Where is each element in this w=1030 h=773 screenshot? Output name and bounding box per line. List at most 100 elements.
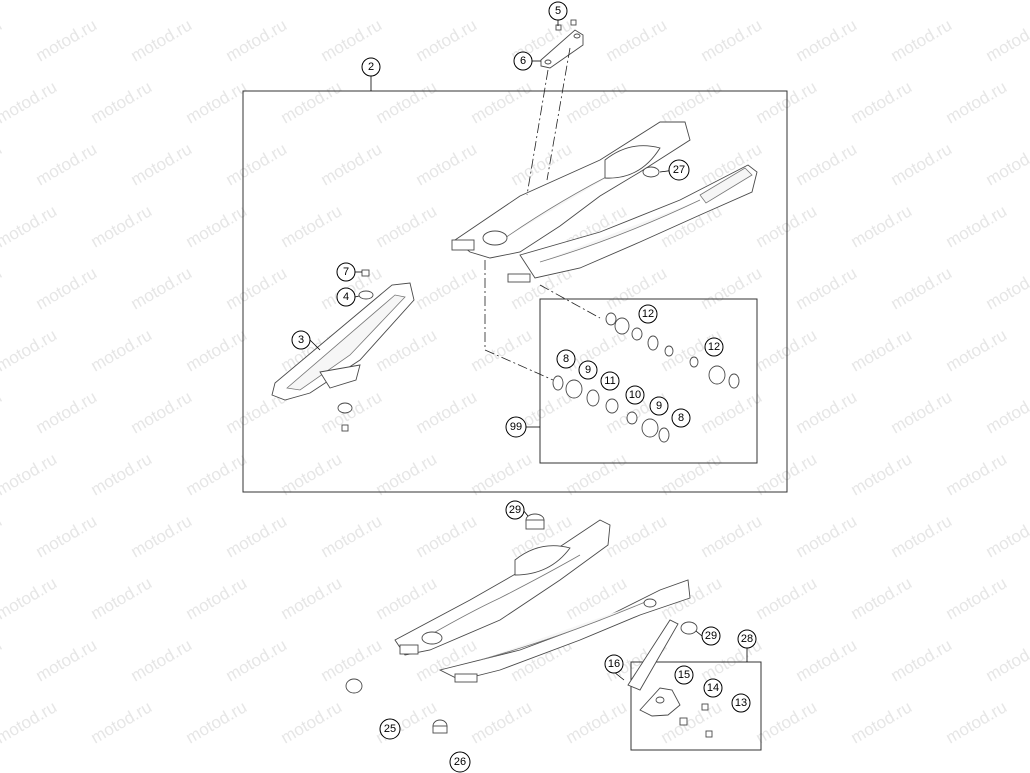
watermark-text: motod.ru bbox=[943, 77, 1011, 127]
watermark-text: motod.ru bbox=[183, 201, 251, 251]
svg-text:12: 12 bbox=[708, 341, 720, 353]
svg-text:10: 10 bbox=[629, 389, 641, 401]
watermark-text: motod.ru bbox=[0, 139, 5, 189]
watermark-text: motod.ru bbox=[183, 325, 251, 375]
watermark-text: motod.ru bbox=[0, 263, 5, 313]
watermark-text: motod.ru bbox=[183, 697, 251, 747]
watermark-text: motod.ru bbox=[848, 77, 916, 127]
svg-text:9: 9 bbox=[656, 400, 662, 412]
watermark-text: motod.ru bbox=[0, 635, 5, 685]
watermark-text: motod.ru bbox=[183, 449, 251, 499]
watermark-text: motod.ru bbox=[33, 511, 101, 561]
watermark-text: motod.ru bbox=[753, 573, 821, 623]
callout-2: 2 bbox=[361, 57, 381, 77]
watermark-text: motod.ru bbox=[373, 201, 441, 251]
svg-text:12: 12 bbox=[642, 308, 654, 320]
watermark-text: motod.ru bbox=[373, 573, 441, 623]
callout-8-right: 8 bbox=[671, 408, 691, 428]
watermark-text: motod.ru bbox=[658, 0, 726, 3]
callout-29-right: 29 bbox=[701, 626, 721, 646]
watermark-text: motod.ru bbox=[183, 573, 251, 623]
svg-text:4: 4 bbox=[343, 291, 349, 303]
callout-14: 14 bbox=[703, 678, 723, 698]
svg-text:13: 13 bbox=[735, 697, 747, 709]
svg-text:16: 16 bbox=[608, 658, 620, 670]
axis-line-bearings-upper bbox=[539, 284, 601, 319]
svg-text:25: 25 bbox=[384, 723, 396, 735]
callout-3: 3 bbox=[291, 330, 311, 350]
watermark-text: motod.ru bbox=[603, 511, 671, 561]
watermark-text: motod.ru bbox=[603, 15, 671, 65]
watermark-text: motod.ru bbox=[88, 449, 156, 499]
svg-text:26: 26 bbox=[454, 756, 466, 768]
watermark-text: motod.ru bbox=[183, 77, 251, 127]
watermark-text: motod.ru bbox=[223, 635, 291, 685]
callout-7: 7 bbox=[336, 262, 356, 282]
watermark-text: motod.ru bbox=[278, 201, 346, 251]
watermark-text: motod.ru bbox=[848, 325, 916, 375]
watermark-text: motod.ru bbox=[848, 573, 916, 623]
watermark-text: motod.ru bbox=[128, 511, 196, 561]
swingarm-lower bbox=[394, 519, 691, 683]
chain-guide-kit-parts bbox=[639, 687, 713, 738]
part-7-nut bbox=[361, 269, 370, 277]
watermark-text: motod.ru bbox=[33, 635, 101, 685]
svg-text:9: 9 bbox=[585, 364, 591, 376]
watermark-text: motod.ru bbox=[888, 15, 956, 65]
watermark-text: motod.ru bbox=[983, 263, 1030, 313]
watermark-text: motod.ru bbox=[983, 635, 1030, 685]
watermark-text: motod.ru bbox=[753, 697, 821, 747]
callout-26: 26 bbox=[449, 751, 471, 773]
callout-8-left: 8 bbox=[556, 349, 576, 369]
watermark-text: motod.ru bbox=[943, 573, 1011, 623]
watermark-text: motod.ru bbox=[223, 263, 291, 313]
callout-25: 25 bbox=[379, 718, 401, 740]
slider-bushing bbox=[337, 402, 353, 432]
watermark-text: motod.ru bbox=[88, 697, 156, 747]
watermark-text: motod.ru bbox=[413, 15, 481, 65]
watermark-text: motod.ru bbox=[848, 449, 916, 499]
watermark-text: motod.ru bbox=[88, 201, 156, 251]
watermark-text: motod.ru bbox=[753, 325, 821, 375]
svg-text:8: 8 bbox=[678, 412, 684, 424]
watermark-text: motod.ru bbox=[468, 0, 536, 3]
callout-29-top: 29 bbox=[505, 500, 525, 520]
watermark-text: motod.ru bbox=[698, 15, 766, 65]
watermark-text: motod.ru bbox=[888, 139, 956, 189]
part-6-bracket bbox=[540, 29, 584, 69]
watermark-text: motod.ru bbox=[943, 0, 1011, 3]
svg-text:14: 14 bbox=[707, 682, 719, 694]
watermark-text: motod.ru bbox=[848, 0, 916, 3]
watermark-text: motod.ru bbox=[983, 139, 1030, 189]
watermark-text: motod.ru bbox=[278, 0, 346, 3]
chain-guide-kit-frame bbox=[630, 661, 762, 751]
part-3-chain-slider bbox=[271, 282, 415, 401]
swingarm-upper bbox=[451, 121, 758, 283]
watermark-text: motod.ru bbox=[943, 697, 1011, 747]
watermark-text: motod.ru bbox=[278, 697, 346, 747]
watermark-text: motod.ru bbox=[183, 0, 251, 3]
callout-99: 99 bbox=[505, 416, 527, 438]
svg-text:11: 11 bbox=[604, 375, 615, 387]
watermark-text: motod.ru bbox=[793, 139, 861, 189]
watermark-text: motod.ru bbox=[278, 77, 346, 127]
watermark-text: motod.ru bbox=[658, 77, 726, 127]
part-4-washer bbox=[358, 290, 374, 300]
watermark-text: motod.ru bbox=[0, 573, 60, 623]
watermark-text: motod.ru bbox=[563, 77, 631, 127]
part-16-bracket bbox=[627, 619, 679, 691]
callout-9-left: 9 bbox=[578, 360, 598, 380]
swingarm-group-frame bbox=[242, 90, 788, 493]
watermark-text: motod.ru bbox=[128, 139, 196, 189]
watermark-text: motod.ru bbox=[223, 511, 291, 561]
watermark-text: motod.ru bbox=[888, 635, 956, 685]
part-26-bushing bbox=[432, 719, 448, 734]
watermark-text: motod.ru bbox=[698, 387, 766, 437]
svg-text:8: 8 bbox=[563, 353, 569, 365]
watermark-text: motod.ru bbox=[318, 15, 386, 65]
callout-27: 27 bbox=[668, 159, 690, 181]
watermark-text: motod.ru bbox=[88, 77, 156, 127]
svg-text:28: 28 bbox=[741, 633, 753, 645]
watermark-text: motod.ru bbox=[0, 0, 60, 3]
